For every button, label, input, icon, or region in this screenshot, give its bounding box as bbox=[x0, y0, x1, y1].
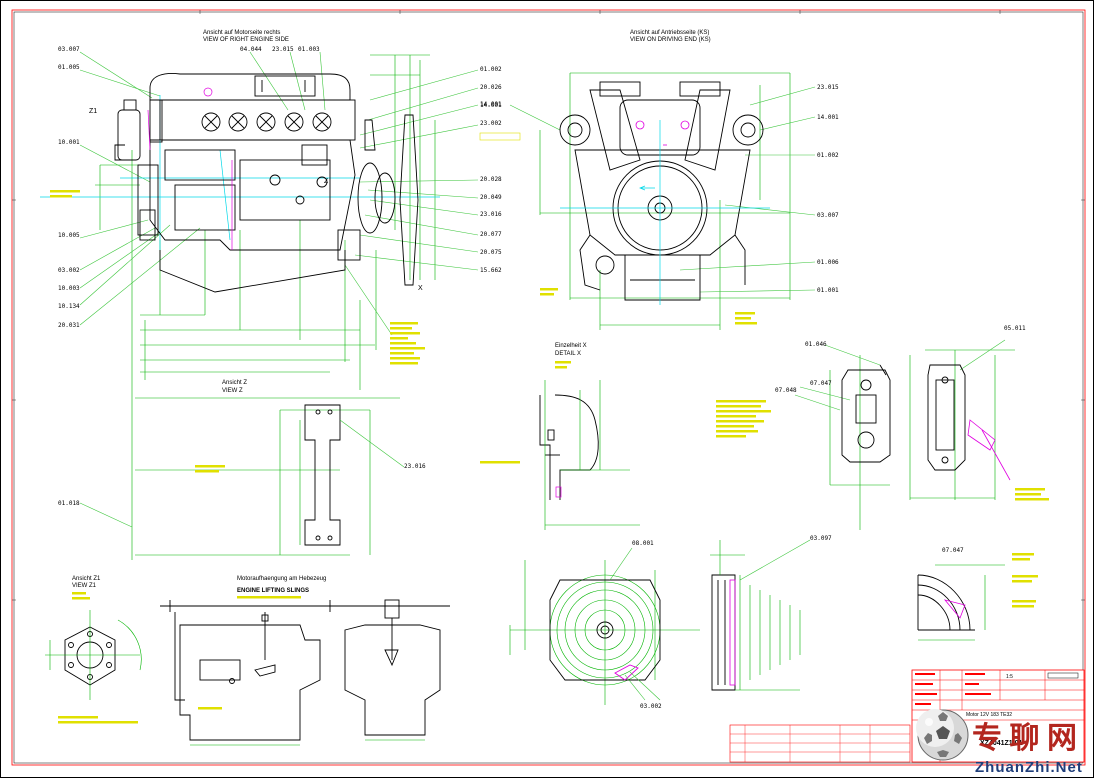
part-label-20-049: 20.049 bbox=[480, 194, 502, 201]
drive-end-label-14-001-left: 14.001 bbox=[480, 102, 502, 109]
part-label-23-002: 23.002 bbox=[480, 120, 502, 127]
side-detail-views: 01.046 07.047 07.048 05.011 bbox=[716, 325, 1049, 530]
flange-label-08-001: 08.001 bbox=[632, 540, 654, 547]
view-z1-title-de: Ansicht Z1 bbox=[72, 576, 101, 582]
pulley-flange-views: 08.001 03.097 03.002 bbox=[509, 535, 832, 710]
corner-detail-view: 07.047 bbox=[917, 547, 1038, 641]
view-z-title-de: Ansicht Z bbox=[222, 380, 247, 386]
title-block-scale: 1:5 bbox=[1006, 674, 1013, 680]
drive-end-label-03-007: 03.007 bbox=[817, 212, 839, 219]
part-label-15-662: 15.662 bbox=[480, 267, 502, 274]
marker-z: Z bbox=[324, 178, 329, 185]
part-label-20-026: 20.026 bbox=[480, 84, 502, 91]
flange-label-03-097: 03.097 bbox=[810, 535, 832, 542]
part-label-10-003: 10.003 bbox=[58, 285, 80, 292]
view-titles: Ansicht auf Motorseite rechts VIEW OF RI… bbox=[72, 30, 711, 594]
side-part-label-01-046: 01.046 bbox=[805, 341, 827, 348]
title-block-drawing-no: Motor 12V 183 TE32 bbox=[966, 712, 1012, 718]
right-side-view-title-en: VIEW OF RIGHT ENGINE SIDE bbox=[203, 37, 289, 43]
title-block-sheet-code: XZ4041Z1 01 bbox=[980, 740, 1023, 747]
part-label-01-002: 01.002 bbox=[480, 66, 502, 73]
lifting-title-en: ENGINE LIFTING SLINGS bbox=[237, 588, 309, 594]
part-label-01-018: 01.018 bbox=[58, 500, 80, 507]
part-label-04-044: 04.044 bbox=[240, 46, 262, 53]
drive-end-engine-view: 14.001 23.015 14.001 01.002 03.007 01.00… bbox=[480, 72, 839, 330]
drive-end-label-14-001: 14.001 bbox=[817, 114, 839, 121]
drive-end-view-title-de: Ansicht auf Antriebsseite (KS) bbox=[630, 30, 709, 36]
part-label-14-001: 14.001 bbox=[480, 101, 502, 108]
soccer-ball-logo bbox=[916, 709, 969, 761]
detail-x-title-en: DETAIL X bbox=[555, 351, 581, 357]
view-z1-flange bbox=[45, 592, 142, 724]
lifting-slings-view bbox=[160, 596, 450, 746]
right-side-view-title-de: Ansicht auf Motorseite rechts bbox=[203, 30, 280, 36]
part-label-03-007: 03.007 bbox=[58, 46, 80, 53]
corner-part-label: 07.047 bbox=[942, 547, 964, 554]
side-part-label-07-048: 07.048 bbox=[775, 387, 797, 394]
drive-end-label-01-002: 01.002 bbox=[817, 152, 839, 159]
view-z-title-en: VIEW Z bbox=[222, 388, 243, 394]
part-label-23-015: 23.015 bbox=[272, 46, 294, 53]
lifting-title-de: Motoraufhaengung am Hebezeug bbox=[237, 576, 326, 582]
drive-end-label-23-015: 23.015 bbox=[817, 84, 839, 91]
view-z1-title-en: VIEW Z1 bbox=[72, 583, 97, 589]
drive-end-view-title-en: VIEW ON DRIVING END (KS) bbox=[630, 37, 711, 43]
watermark-url: ZhuanZhi.Net bbox=[975, 759, 1083, 776]
part-label-01-003: 01.003 bbox=[298, 46, 320, 53]
drive-end-label-01-006: 01.006 bbox=[817, 259, 839, 266]
watermark: 专 聊 网 ZhuanZhi.Net bbox=[916, 709, 1083, 776]
part-label-03-002: 03.002 bbox=[58, 267, 80, 274]
part-label-10-005: 10.005 bbox=[58, 232, 80, 239]
revision-table bbox=[729, 724, 911, 763]
detail-x-title-de: Einzelheit X bbox=[555, 343, 587, 349]
part-label-view-z-23-016: 23.016 bbox=[404, 463, 426, 470]
part-label-20-077: 20.077 bbox=[480, 231, 502, 238]
marker-z1: Z1 bbox=[89, 108, 97, 115]
part-label-10-001: 10.001 bbox=[58, 139, 80, 146]
watermark-chinese-text: 专 聊 网 bbox=[972, 722, 1077, 755]
part-label-20-028: 20.028 bbox=[480, 176, 502, 183]
view-z-bracket: 23.016 bbox=[279, 404, 426, 555]
side-part-label-05-011: 05.011 bbox=[1004, 325, 1026, 332]
detail-x-view bbox=[480, 361, 640, 530]
side-part-label-07-047: 07.047 bbox=[810, 380, 832, 387]
part-label-20-075: 20.075 bbox=[480, 249, 502, 256]
marker-x: X bbox=[418, 285, 423, 292]
part-label-10-134: 10.134 bbox=[58, 303, 80, 310]
part-label-01-005: 01.005 bbox=[58, 64, 80, 71]
drive-end-label-01-001: 01.001 bbox=[817, 287, 839, 294]
flange-label-03-002: 03.002 bbox=[640, 703, 662, 710]
part-label-20-031: 20.031 bbox=[58, 322, 80, 329]
right-side-engine-view: 03.007 01.005 10.001 10.005 03.002 10.00… bbox=[40, 46, 521, 560]
part-label-23-016: 23.016 bbox=[480, 211, 502, 218]
